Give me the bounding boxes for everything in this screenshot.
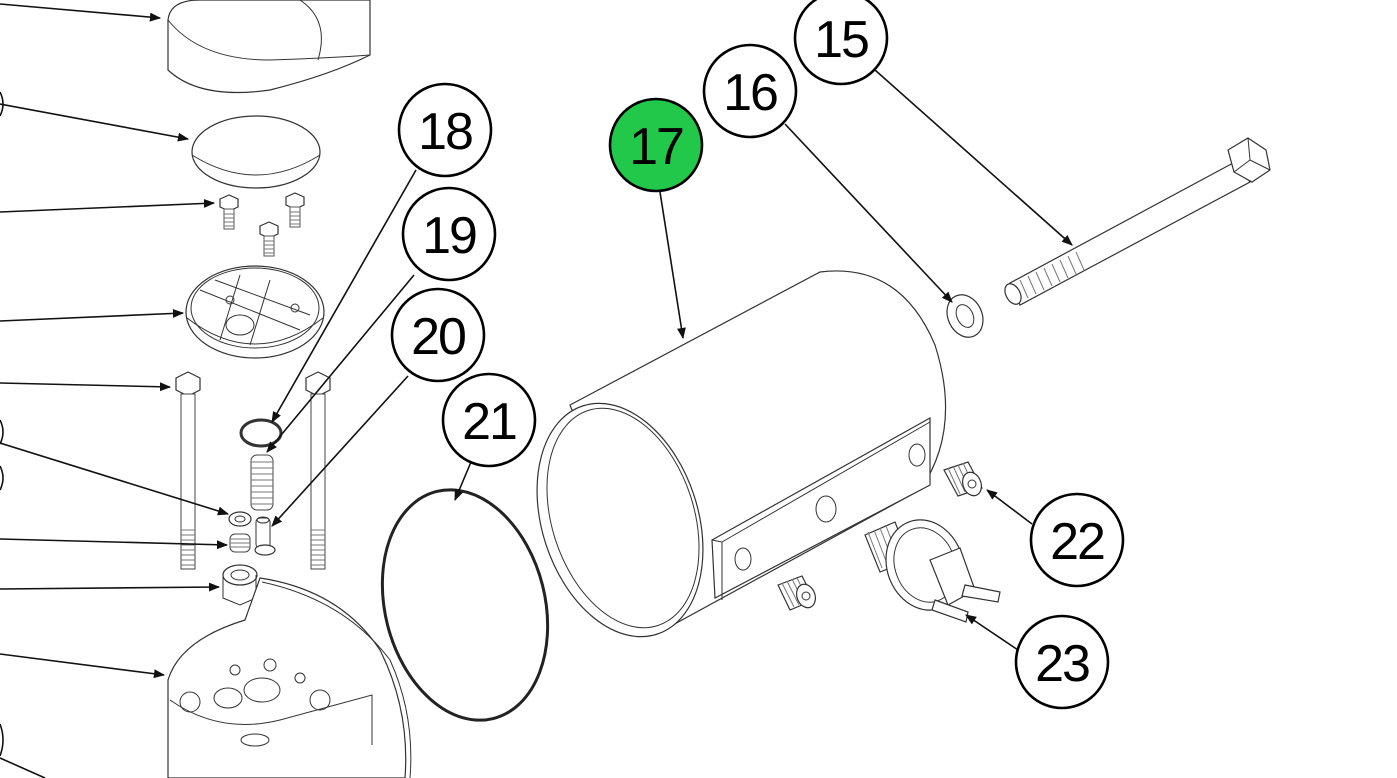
part-grid-plate bbox=[185, 265, 325, 359]
balloon-label: 18 bbox=[418, 103, 472, 161]
balloon-23[interactable]: 23 bbox=[1014, 614, 1110, 710]
balloon-circle bbox=[390, 287, 486, 383]
leader-disc bbox=[0, 103, 190, 142]
leader-bottom bbox=[0, 757, 46, 778]
part-threaded-plug bbox=[943, 461, 983, 497]
part-threaded-insert bbox=[229, 533, 251, 553]
leader-threaded-insert bbox=[0, 538, 229, 550]
part-long-bolt-left bbox=[175, 371, 201, 570]
leader-small-washer bbox=[0, 442, 230, 516]
leader-long-bolt bbox=[0, 382, 172, 392]
balloon-label: 16 bbox=[723, 64, 777, 122]
part-threaded-plug-lower bbox=[777, 575, 817, 611]
balloon-22[interactable]: 22 bbox=[1029, 492, 1125, 588]
leader-17 bbox=[659, 191, 686, 340]
part-small-o-ring bbox=[239, 418, 283, 448]
balloon-label: 19 bbox=[422, 207, 476, 265]
leader-16 bbox=[784, 123, 953, 303]
leader-base-housing bbox=[0, 653, 166, 679]
leader-screws bbox=[0, 198, 216, 213]
leader-top-cover bbox=[0, 3, 162, 22]
leader-grid-plate bbox=[0, 308, 185, 322]
part-large-o-ring bbox=[380, 488, 550, 722]
part-top-cover bbox=[167, 0, 371, 94]
balloon-circle bbox=[702, 43, 798, 139]
leader-20 bbox=[271, 375, 409, 527]
balloon-21[interactable]: 21 bbox=[441, 372, 537, 468]
part-screws bbox=[219, 192, 305, 257]
balloon-circle bbox=[608, 97, 704, 193]
balloon-label: 15 bbox=[814, 11, 868, 69]
leader-21 bbox=[454, 461, 472, 502]
leader-15 bbox=[874, 69, 1073, 246]
part-valve-pin bbox=[254, 516, 276, 556]
part-spring bbox=[250, 454, 274, 511]
balloon-20[interactable]: 20 bbox=[390, 287, 486, 383]
part-hex-bolt bbox=[1004, 137, 1271, 306]
leader-collar bbox=[0, 582, 221, 592]
leader-23 bbox=[965, 614, 1019, 651]
balloon-label: 17 bbox=[629, 118, 683, 176]
balloon-16[interactable]: 16 bbox=[702, 43, 798, 139]
balloon-circle bbox=[1029, 492, 1125, 588]
part-valve-fitting bbox=[864, 519, 1001, 623]
balloon-17[interactable]: 17 bbox=[608, 97, 704, 193]
balloon-circle bbox=[401, 186, 497, 282]
balloon-18[interactable]: 18 bbox=[397, 82, 493, 178]
part-cylinder-housing bbox=[536, 270, 947, 638]
part-base-housing bbox=[167, 577, 412, 778]
balloon-circle bbox=[1014, 614, 1110, 710]
part-small-washer bbox=[228, 511, 252, 527]
balloon-15[interactable]: 15 bbox=[793, 0, 889, 86]
leader-18 bbox=[271, 169, 417, 423]
balloon-circle bbox=[793, 0, 889, 86]
part-disc bbox=[191, 115, 321, 189]
balloon-circle bbox=[441, 372, 537, 468]
balloon-19[interactable]: 19 bbox=[401, 186, 497, 282]
part-washer bbox=[946, 294, 984, 338]
balloon-label: 23 bbox=[1035, 635, 1089, 693]
part-long-bolt-right bbox=[305, 371, 331, 570]
balloon-circle bbox=[397, 82, 493, 178]
balloon-label: 20 bbox=[411, 308, 465, 366]
callout-balloons: 15 16 17 18 19 20 21 22 23 bbox=[390, 0, 1125, 710]
balloon-label: 21 bbox=[462, 393, 516, 451]
leader-19 bbox=[266, 274, 415, 453]
partial-balloon-arc bbox=[0, 91, 4, 117]
balloon-label: 22 bbox=[1050, 513, 1104, 571]
leader-22 bbox=[986, 489, 1033, 525]
